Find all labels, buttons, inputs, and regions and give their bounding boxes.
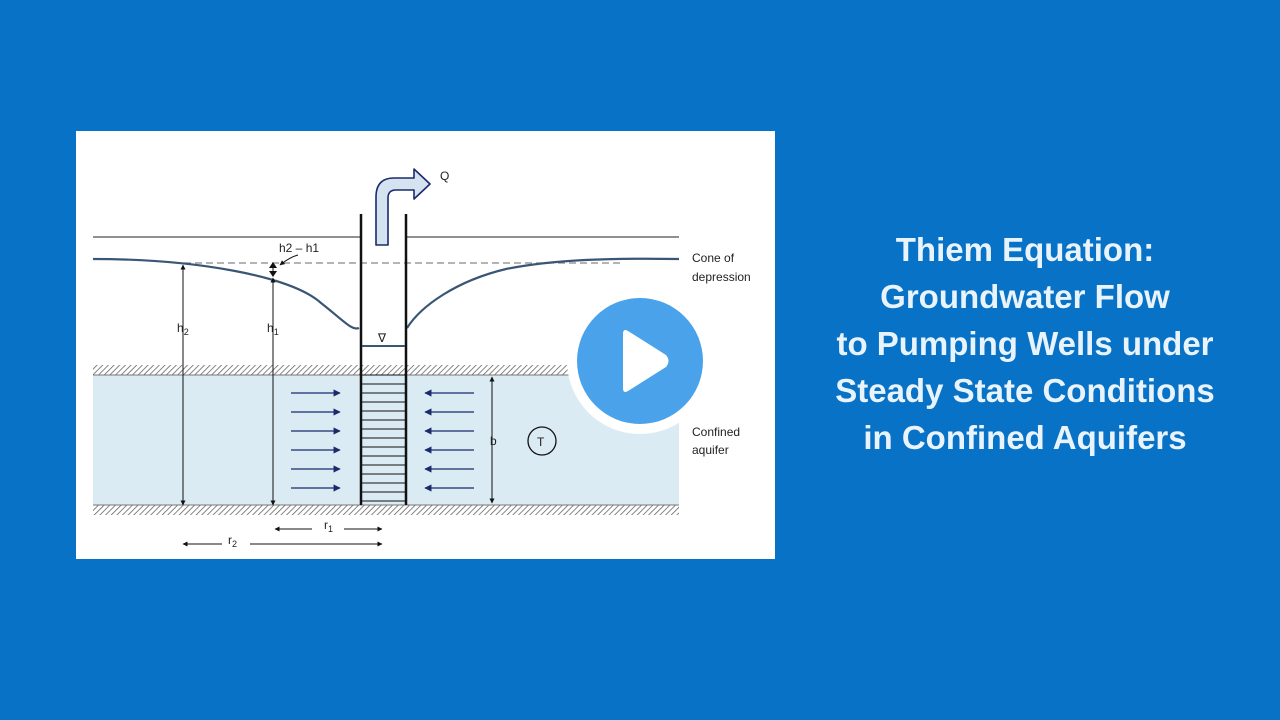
discharge-arrow <box>375 168 431 246</box>
transmissivity-circle <box>527 426 557 456</box>
title-line-4: Steady State Conditions <box>835 372 1215 409</box>
thickness-label: b <box>490 434 497 448</box>
water-level-symbol: ∇ <box>377 331 387 345</box>
upper-confining-layer <box>93 365 679 375</box>
h2-label: h2 <box>177 321 189 337</box>
drawdown-difference-label: h2 – h1 <box>279 241 319 255</box>
title-line-3: to Pumping Wells under <box>836 325 1214 362</box>
flow-arrows-right <box>424 389 474 492</box>
cone-label-line1: Cone of <box>692 251 735 265</box>
discharge-label: Q <box>440 169 449 183</box>
well-screen <box>362 374 405 502</box>
play-button[interactable] <box>567 288 713 434</box>
play-icon[interactable] <box>567 288 713 434</box>
cone-of-depression-right <box>406 257 680 329</box>
cone-of-depression-left <box>92 257 360 330</box>
h1-label: h1 <box>267 321 279 337</box>
aquifer-label-line1: Confined <box>692 425 740 439</box>
aquifer-label-line2: aquifer <box>692 443 729 457</box>
title-line-2: Groundwater Flow <box>880 278 1170 315</box>
cone-label-line2: depression <box>692 270 751 284</box>
video-title: Thiem Equation: Groundwater Flow to Pump… <box>800 226 1250 461</box>
flow-arrows-left <box>291 389 341 492</box>
title-line-1: Thiem Equation: <box>895 231 1155 268</box>
r2-label: r2 <box>228 533 237 549</box>
title-line-5: in Confined Aquifers <box>863 419 1187 456</box>
transmissivity-label: T <box>537 435 545 449</box>
r1-label: r1 <box>324 518 333 534</box>
lower-confining-layer <box>93 505 679 515</box>
